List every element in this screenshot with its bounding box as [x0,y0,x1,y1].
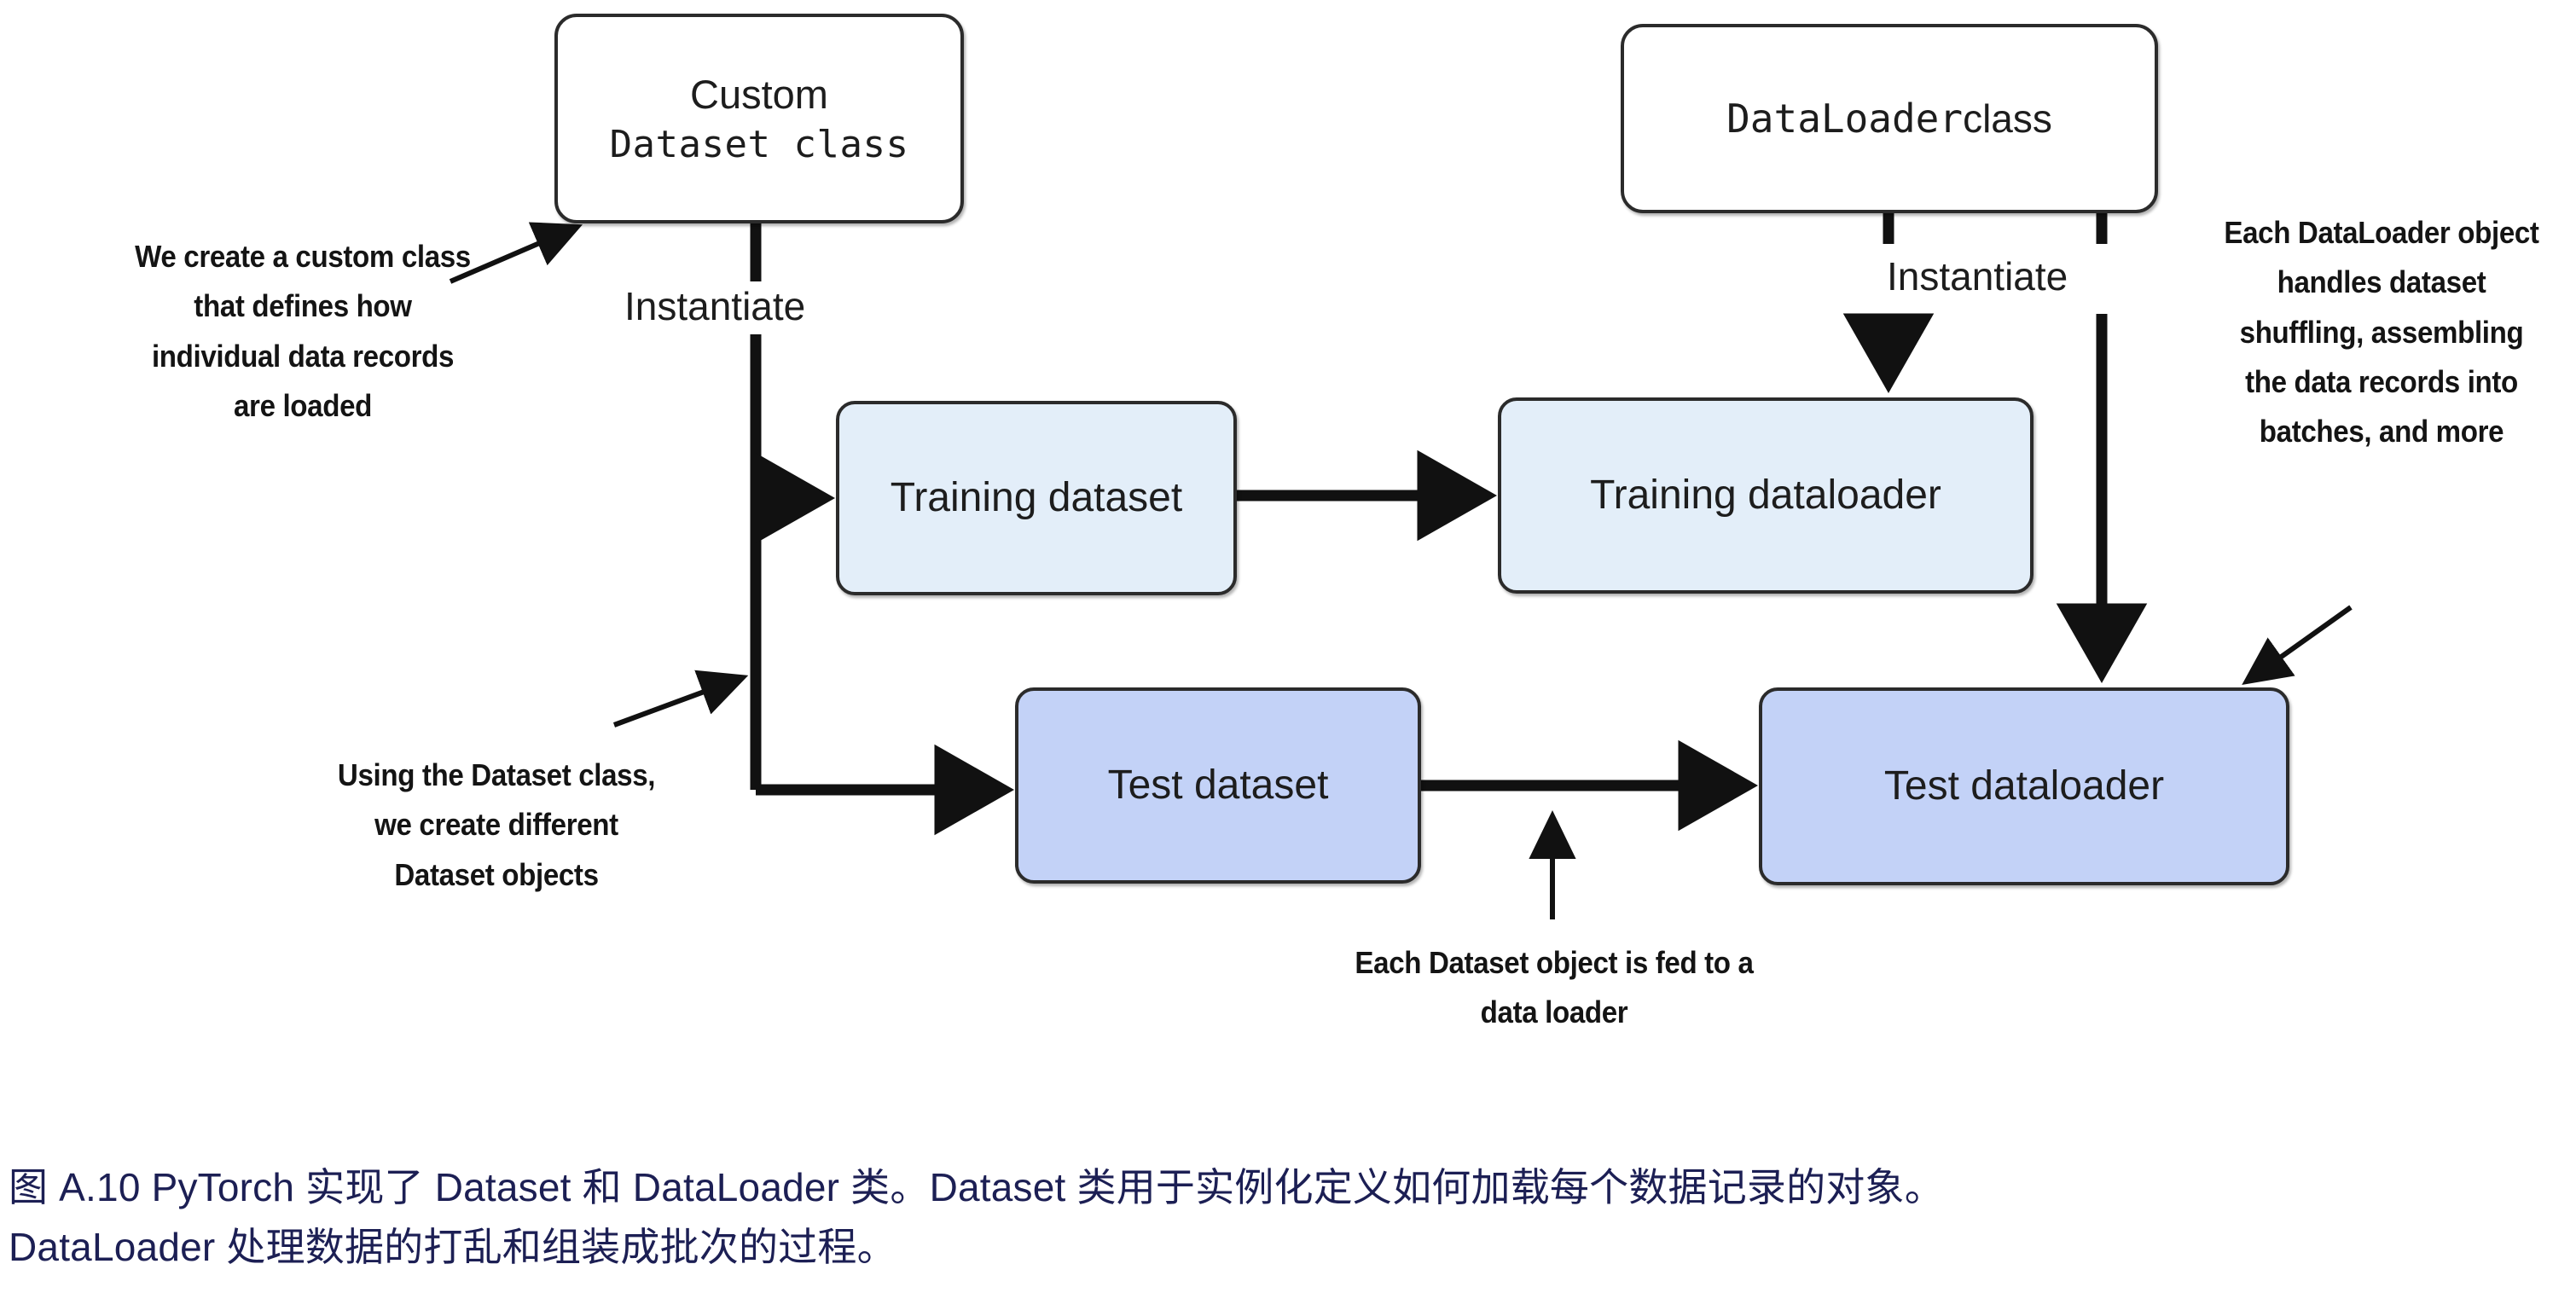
leader-using-dataset-class [612,670,749,728]
node-dataloader-class-label: DataLoaderclass [1714,95,2064,142]
node-training-dataloader[interactable]: Training dataloader [1498,397,2034,594]
node-test-dataset[interactable]: Test dataset [1015,687,1421,884]
node-training-dataset[interactable]: Training dataset [836,401,1237,595]
edge-label-instantiate-left: Instantiate [618,281,813,331]
annotation-using-dataset-class: Using the Dataset class, we create diffe… [337,757,656,892]
dataloader-code-text: DataLoader [1726,95,1964,142]
leader-each-dataloader [2242,605,2353,685]
dataloader-class-word-text: class [1963,96,2052,141]
node-custom-dataset-class[interactable]: Custom Dataset class [554,14,964,223]
figure-caption-line-2: DataLoader 处理数据的打乱和组装成批次的过程。 [9,1224,896,1269]
node-training-dataloader-label: Training dataloader [1590,472,1941,518]
node-test-dataset-label: Test dataset [1107,762,1329,808]
connector-layer [449,213,2353,919]
node-test-dataloader-label: Test dataloader [1883,762,2165,809]
annotation-create-custom-class: We create a custom class that defines ho… [135,239,471,423]
node-custom-dataset-class-label: Custom Dataset class [598,70,921,168]
edge-label-instantiate-right: Instantiate [1880,252,2075,301]
node-dataloader-class[interactable]: DataLoaderclass [1621,24,2158,213]
dataset-class-code-text: Dataset class [609,122,909,166]
node-training-dataset-label: Training dataset [890,474,1183,520]
node-test-dataloader[interactable]: Test dataloader [1759,687,2289,885]
annotation-each-dataloader: Each DataLoader object handles dataset s… [2224,215,2539,449]
annotation-each-dataset-object: Each Dataset object is fed to a data loa… [1355,945,1754,1030]
edge-dataset-class-trunk [750,223,1015,836]
custom-keyword-text: Custom [690,71,828,117]
figure-caption-line-1: 图 A.10 PyTorch 实现了 Dataset 和 DataLoader … [9,1165,1944,1209]
figure-caption: 图 A.10 PyTorch 实现了 Dataset 和 DataLoader … [9,1158,2550,1278]
leader-create-custom-class [449,222,583,284]
